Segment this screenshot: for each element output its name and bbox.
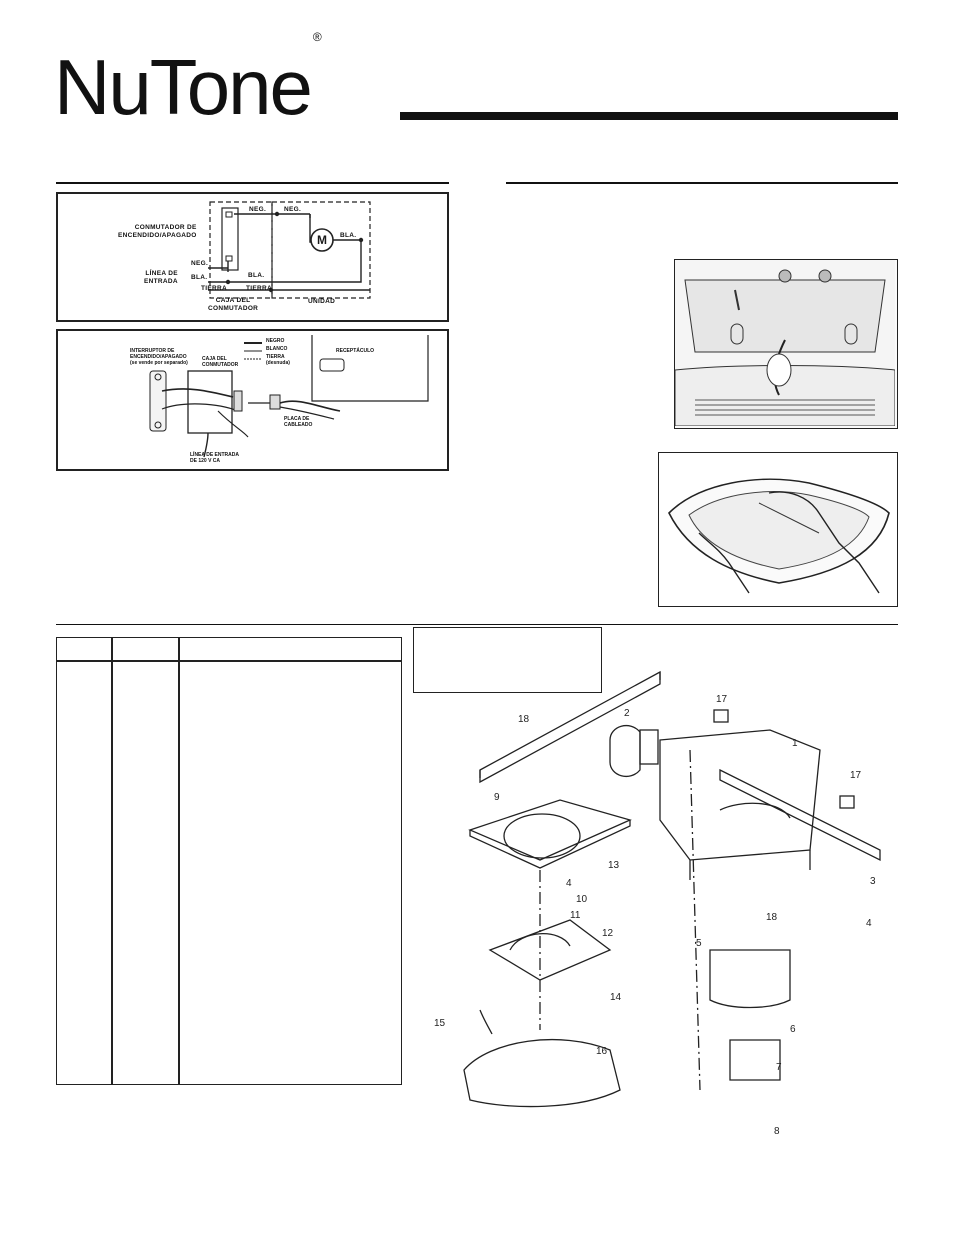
line-in-120v-label: LÍNEA DE ENTRADA DE 120 V CA: [190, 452, 239, 464]
pictorial-box-label: CAJA DEL CONMUTADOR: [202, 356, 239, 368]
bla-label-2: BLA.: [340, 232, 357, 239]
wiring-schematic: CONMUTADOR DE ENCENDIDO/APAGADO LÍNEA DE…: [56, 192, 449, 322]
unit-label: UNIDAD: [308, 298, 336, 305]
legend-negro: NEGRO: [266, 338, 285, 344]
photo-grille-install: [658, 452, 898, 607]
callout-15: 15: [434, 1018, 446, 1029]
note-box: [413, 627, 602, 693]
table-col-rule-1: [111, 638, 113, 1084]
callout-4b: 4: [866, 918, 872, 929]
callout-7: 7: [776, 1062, 782, 1073]
parts-list-table: [56, 637, 402, 1085]
grille-install-illustration: [668, 478, 890, 594]
legend-blanco: BLANCO: [266, 346, 288, 352]
housing-connector-illustration: [675, 260, 896, 427]
switch-label: CONMUTADOR DE ENCENDIDO/APAGADO: [118, 224, 197, 240]
callout-11: 11: [570, 910, 581, 921]
callout-13: 13: [608, 860, 620, 871]
bla-label-3: BLA.: [248, 272, 265, 279]
callout-6: 6: [790, 1024, 796, 1035]
callout-5: 5: [696, 938, 702, 949]
receptacle-label: RECEPTÁCULO: [336, 348, 375, 354]
line-in-label: LÍNEA DE ENTRADA: [144, 270, 178, 286]
exploded-view-diagram: 18 2 17 1 17 9 13 4 3 4 10 11 18 12 5 14…: [434, 670, 881, 1137]
section-rule-right: [506, 182, 898, 184]
pictorial-drawing: [149, 335, 429, 458]
wiring-plate-label: PLACA DE CABLEADO: [284, 416, 313, 428]
tierra-label: TIERRA: [201, 285, 227, 292]
callout-2: 2: [624, 708, 630, 719]
callout-17b: 17: [850, 770, 862, 781]
wiring-pictorial: INTERRUPTOR DE ENCENDIDO/APAGADO (se ven…: [56, 329, 449, 471]
schematic-lines: [208, 201, 371, 299]
callout-4: 4: [566, 878, 572, 889]
neg-label-2: NEG.: [249, 206, 267, 213]
callout-14: 14: [610, 992, 622, 1003]
header-bar: [400, 112, 898, 120]
photo-housing-connector: [674, 259, 898, 429]
brand-logo: NuTone®: [54, 30, 322, 131]
motor-symbol: M: [317, 233, 327, 247]
callout-18: 18: [518, 714, 530, 725]
tierra-label-2: TIERRA: [246, 285, 272, 292]
section-rule-left: [56, 182, 449, 184]
neg-label-3: NEG.: [284, 206, 302, 213]
legend-tierra: TIERRA (desnuda): [266, 354, 290, 366]
callout-18b: 18: [766, 912, 778, 923]
callout-3: 3: [870, 876, 876, 887]
callout-1: 1: [792, 738, 798, 749]
table-header-rule: [57, 660, 401, 662]
callout-12: 12: [602, 928, 614, 939]
callout-10: 10: [576, 894, 588, 905]
switch-box-label: CAJA DEL CONMUTADOR: [208, 297, 259, 313]
bla-label: BLA.: [191, 274, 208, 281]
switch-sold-separately-label: INTERRUPTOR DE ENCENDIDO/APAGADO (se ven…: [130, 348, 188, 366]
neg-label: NEG.: [191, 260, 209, 267]
callout-8: 8: [774, 1126, 780, 1137]
table-col-rule-2: [178, 638, 180, 1084]
callout-17: 17: [716, 694, 728, 705]
callout-16: 16: [596, 1046, 608, 1057]
section-rule-parts: [56, 624, 898, 625]
callout-9: 9: [494, 792, 500, 803]
